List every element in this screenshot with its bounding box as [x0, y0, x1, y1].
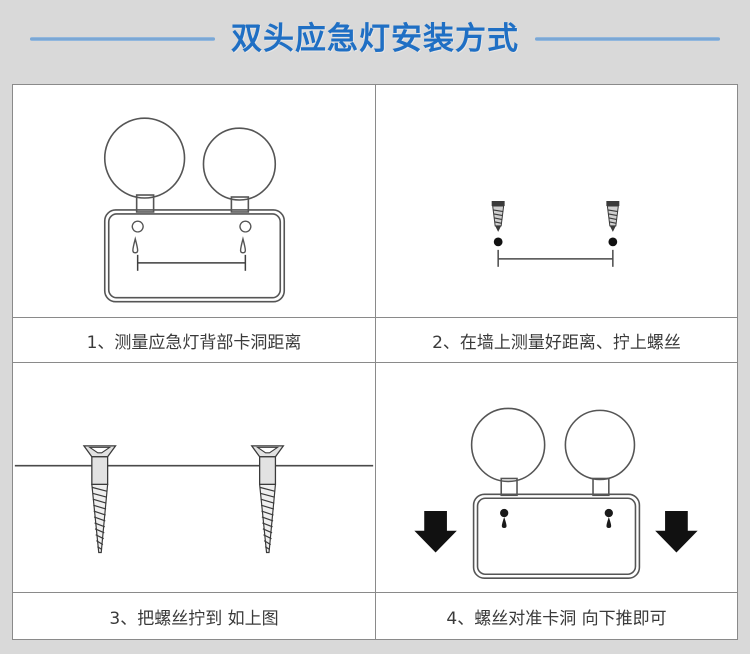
caption-band-1: 1、测量应急灯背部卡洞距离	[13, 317, 375, 362]
lamp-neck-right	[230, 196, 250, 213]
figure-step-2	[376, 85, 737, 317]
large-screw-left	[82, 445, 117, 554]
step-panel-2: 2、在墙上测量好距离、拧上螺丝	[375, 85, 737, 362]
step-caption-4: 4、螺丝对准卡洞 向下推即可	[446, 608, 667, 629]
step-panel-3: 3、把螺丝拧到 如上图	[13, 362, 375, 639]
arrow-down-right-icon	[655, 511, 698, 553]
arrow-down-left-icon	[414, 511, 457, 553]
header-rule-left-icon	[30, 37, 215, 41]
page-header: 双头应急灯安装方式	[0, 0, 750, 78]
figure-step-3	[13, 363, 375, 592]
keyhole-group	[500, 508, 613, 529]
lamp-head-left	[103, 117, 186, 199]
figure-step-4	[376, 363, 737, 592]
step-panel-1: 1、测量应急灯背部卡洞距离	[13, 85, 375, 362]
caption-band-4: 4、螺丝对准卡洞 向下推即可	[376, 592, 737, 639]
lamp-body-inner	[107, 213, 282, 299]
steps-grid: 1、测量应急灯背部卡洞距离	[12, 84, 738, 640]
lamp-head-right	[564, 409, 636, 481]
lamp-neck-right	[592, 477, 610, 497]
keyhole-left	[500, 508, 509, 529]
dimension-line	[136, 254, 247, 271]
step-panel-4: 4、螺丝对准卡洞 向下推即可	[375, 362, 737, 639]
figure-step-1	[13, 85, 375, 317]
lamp-body-outer	[472, 493, 641, 579]
keyhole-right	[604, 508, 613, 529]
lamp-neck-left	[135, 194, 155, 213]
lamp-body-outer	[103, 209, 286, 303]
lamp-neck-left	[500, 477, 518, 497]
lamp-head-left	[470, 407, 546, 483]
small-screw-right	[606, 201, 620, 232]
small-screw-left	[491, 201, 505, 232]
caption-band-3: 3、把螺丝拧到 如上图	[13, 592, 375, 639]
marker-dot-right	[608, 237, 618, 247]
marker-dot-left	[493, 237, 503, 247]
large-screw-right	[250, 445, 285, 554]
header-rule-right-icon	[535, 37, 720, 41]
step-caption-1: 1、测量应急灯背部卡洞距离	[86, 332, 302, 353]
page-title: 双头应急灯安装方式	[231, 20, 519, 57]
keyhole-right	[239, 220, 252, 254]
keyhole-left	[131, 220, 144, 254]
caption-band-2: 2、在墙上测量好距离、拧上螺丝	[376, 317, 737, 362]
lamp-body-inner	[476, 497, 637, 576]
step-caption-3: 3、把螺丝拧到 如上图	[109, 608, 279, 629]
step-caption-2: 2、在墙上测量好距离、拧上螺丝	[432, 332, 681, 353]
lamp-head-right	[202, 127, 277, 201]
dimension-line	[497, 249, 614, 267]
